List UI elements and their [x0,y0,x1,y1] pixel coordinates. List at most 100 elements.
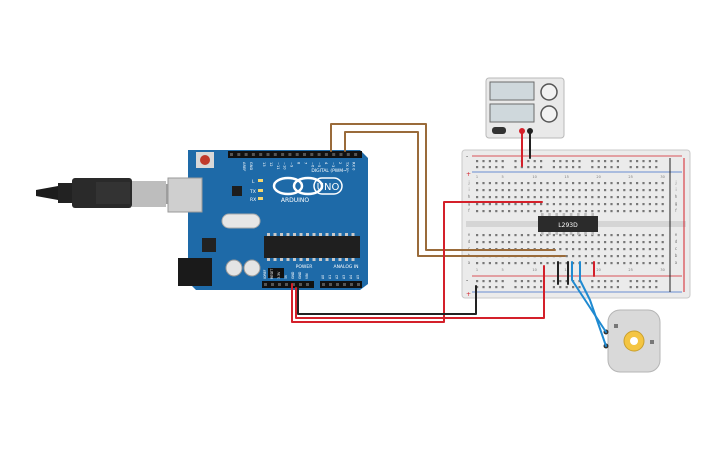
breadboard-hole[interactable] [559,203,562,206]
digital-pin-hole[interactable] [230,153,233,156]
breadboard-hole[interactable] [629,248,632,251]
digital-pin-hole[interactable] [303,153,306,156]
breadboard-hole[interactable] [527,262,530,265]
breadboard-hole[interactable] [604,189,607,192]
breadboard-hole[interactable] [476,262,479,265]
breadboard-hole[interactable] [476,189,479,192]
wire-vcc-lower[interactable] [295,265,545,319]
rail-hole[interactable] [514,160,517,163]
breadboard-hole[interactable] [488,182,491,185]
breadboard-hole[interactable] [584,255,587,258]
rail-hole[interactable] [540,286,543,289]
breadboard-hole[interactable] [597,182,600,185]
breadboard-hole[interactable] [533,182,536,185]
digital-pin-hole[interactable] [237,153,241,156]
breadboard-hole[interactable] [495,196,498,199]
breadboard-hole[interactable] [482,234,485,237]
breadboard-hole[interactable] [482,196,485,199]
rail-hole[interactable] [533,160,536,163]
rail-hole[interactable] [636,280,639,283]
breadboard-hole[interactable] [552,210,555,213]
breadboard-hole[interactable] [514,234,517,237]
breadboard-hole[interactable] [610,248,613,251]
power-supply[interactable] [485,77,565,139]
breadboard-hole[interactable] [488,189,491,192]
breadboard-hole[interactable] [616,189,619,192]
rail-hole[interactable] [476,280,479,283]
breadboard-hole[interactable] [604,248,607,251]
breadboard-hole[interactable] [501,196,504,199]
breadboard-hole[interactable] [604,210,607,213]
breadboard-hole[interactable] [623,241,626,244]
rail-hole[interactable] [495,160,498,163]
rail-hole[interactable] [552,160,555,163]
rail-hole[interactable] [533,286,536,289]
breadboard-hole[interactable] [610,203,613,206]
rail-hole[interactable] [597,280,600,283]
rail-hole[interactable] [565,286,568,289]
digital-pin-hole[interactable] [251,153,255,156]
rail-hole[interactable] [514,166,517,169]
breadboard-hole[interactable] [616,203,619,206]
breadboard-hole[interactable] [559,189,562,192]
breadboard-hole[interactable] [584,210,587,213]
rail-hole[interactable] [501,166,504,169]
breadboard-hole[interactable] [501,210,504,213]
power-pin-hole[interactable] [271,283,274,286]
rail-hole[interactable] [520,286,523,289]
breadboard-hole[interactable] [591,248,594,251]
rail-hole[interactable] [648,280,651,283]
breadboard-hole[interactable] [616,196,619,199]
rail-hole[interactable] [501,286,504,289]
breadboard-hole[interactable] [508,210,511,213]
breadboard-hole[interactable] [559,182,562,185]
breadboard-hole[interactable] [540,241,543,244]
rail-hole[interactable] [552,166,555,169]
breadboard-hole[interactable] [533,203,536,206]
rail-hole[interactable] [572,166,575,169]
breadboard-hole[interactable] [476,203,479,206]
breadboard-hole[interactable] [546,196,549,199]
breadboard-hole[interactable] [661,262,664,265]
breadboard-hole[interactable] [565,203,568,206]
rail-hole[interactable] [655,160,658,163]
breadboard-hole[interactable] [508,189,511,192]
rail-hole[interactable] [655,280,658,283]
breadboard-hole[interactable] [616,182,619,185]
breadboard-hole[interactable] [565,210,568,213]
breadboard-hole[interactable] [610,234,613,237]
wire-5v[interactable] [291,201,543,323]
breadboard-hole[interactable] [584,196,587,199]
digital-pin-hole[interactable] [332,153,336,156]
breadboard-hole[interactable] [636,262,639,265]
breadboard-hole[interactable] [508,262,511,265]
rail-hole[interactable] [476,166,479,169]
breadboard-hole[interactable] [610,196,613,199]
breadboard-hole[interactable] [552,189,555,192]
rail-hole[interactable] [597,286,600,289]
breadboard-hole[interactable] [597,203,600,206]
breadboard-hole[interactable] [636,182,639,185]
breadboard-hole[interactable] [565,196,568,199]
breadboard-hole[interactable] [476,196,479,199]
breadboard-hole[interactable] [495,234,498,237]
breadboard-hole[interactable] [578,189,581,192]
breadboard-hole[interactable] [572,255,575,258]
breadboard-hole[interactable] [476,234,479,237]
ic-pin[interactable] [591,232,594,235]
rail-hole[interactable] [476,160,479,163]
rail-hole[interactable] [572,160,575,163]
breadboard-hole[interactable] [476,241,479,244]
breadboard-hole[interactable] [661,234,664,237]
breadboard-hole[interactable] [661,210,664,213]
breadboard-hole[interactable] [572,182,575,185]
rail-hole[interactable] [482,280,485,283]
rail-hole[interactable] [578,286,581,289]
breadboard-hole[interactable] [648,248,651,251]
rail-hole[interactable] [648,160,651,163]
breadboard-hole[interactable] [552,196,555,199]
l293d-chip[interactable]: L293D [538,213,598,235]
power-pin-hole[interactable] [306,283,309,286]
breadboard-hole[interactable] [540,189,543,192]
breadboard-hole[interactable] [520,262,523,265]
